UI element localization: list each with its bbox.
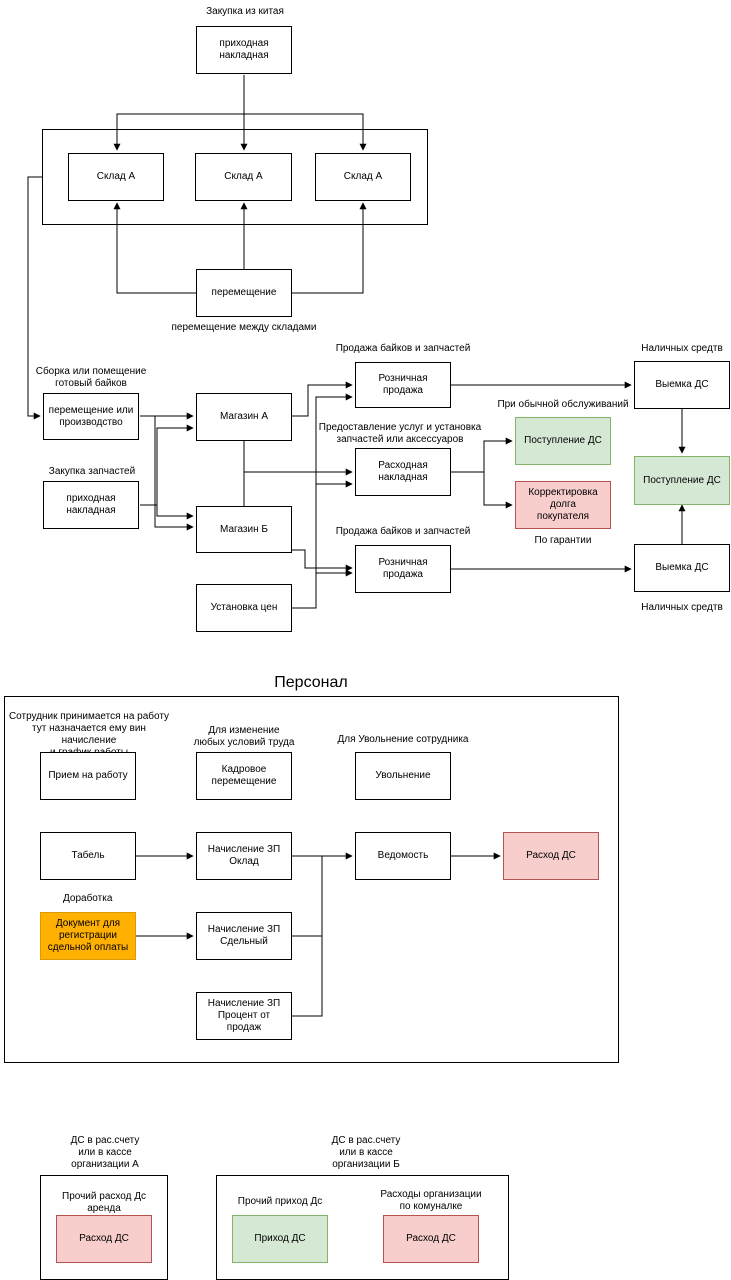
store-a-box[interactable]: Магазин А [196,393,292,441]
withdraw-bottom-box[interactable]: Выемка ДС [634,544,730,592]
dismiss-box[interactable]: Увольнение [355,752,451,800]
assembly-box[interactable]: перемещение или производство [43,393,139,440]
todo-label: Доработка [63,893,113,904]
salary-percent-box[interactable]: Начисление ЗП Процент от продаж [196,992,292,1040]
org-b-income-label: Прочий приход Дс [237,1196,323,1207]
piecework-doc-box[interactable]: Документ для регистрации сдельной оплаты [40,912,136,960]
retail-top-label: Продажа байков и запчастей [335,343,471,354]
org-b-expense-label: Расходы организации по комуналке [380,1189,482,1212]
debt-adjust-box[interactable]: Корректировка долга покупателя [515,481,611,529]
transfer-label: перемещение между складами [171,322,317,333]
personnel-frame [4,696,619,1063]
assembly-label: Сборка или помещение готовый байков [35,366,147,389]
salary-piece-box[interactable]: Начисление ЗП Сдельный [196,912,292,960]
timesheet-box[interactable]: Табель [40,832,136,880]
withdraw-top-box[interactable]: Выемка ДС [634,361,730,409]
retail-top-box[interactable]: Розничная продажа [355,362,451,408]
warehouses-frame [42,129,428,225]
warehouse-1[interactable]: Склад А [68,153,164,201]
org-b-expense-box[interactable]: Расход ДС [383,1215,479,1263]
org-b-label: ДС в рас.счету или в кассе организации Б [331,1135,401,1170]
salary-fixed-box[interactable]: Начисление ЗП Оклад [196,832,292,880]
cash-bottom-label: Наличных средтв [641,602,723,613]
dismiss-label: Для Увольнение сотрудника [337,734,469,745]
income-ds-right-box[interactable]: Поступление ДС [634,456,730,505]
hr-transfer-box[interactable]: Кадровое перемещение [196,752,292,800]
parts-purchase-label: Закупка запчастей [48,466,136,477]
hr-transfer-label: Для изменение любых условий труда [193,725,295,748]
org-a-other-label: Прочий расход Дс аренда [62,1191,146,1214]
retail-bottom-label: Продажа байков и запчастей [335,526,471,537]
warehouse-3[interactable]: Склад А [315,153,411,201]
org-a-expense-box[interactable]: Расход ДС [56,1215,152,1263]
income-ds-box[interactable]: Поступление ДС [515,417,611,465]
statement-box[interactable]: Ведомость [355,832,451,880]
china-purchase-label: Закупка из китая [206,6,284,17]
warehouse-2[interactable]: Склад А [195,153,292,201]
hire-box[interactable]: Прием на работу [40,752,136,800]
parts-invoice-box[interactable]: приходная накладная [43,481,139,529]
personnel-expense-ds-box[interactable]: Расход ДС [503,832,599,880]
regular-service-label: При обычной обслуживаний [497,399,629,410]
org-a-label: ДС в рас.счету или в кассе организации А [70,1135,140,1170]
services-label: Предоставление услуг и установка запчаст… [318,422,482,445]
retail-bottom-box[interactable]: Розничная продажа [355,545,451,593]
cash-top-label: Наличных средтв [641,343,723,354]
store-b-box[interactable]: Магазин Б [196,506,292,553]
warranty-label: По гарантии [534,535,592,546]
invoice-box[interactable]: приходная накладная [196,26,292,74]
personnel-title: Персонал [274,674,348,691]
expense-invoice-box[interactable]: Расходная накладная [355,448,451,496]
transfer-box[interactable]: перемещение [196,269,292,317]
price-setting-box[interactable]: Установка цен [196,584,292,632]
org-b-income-box[interactable]: Приход ДС [232,1215,328,1263]
